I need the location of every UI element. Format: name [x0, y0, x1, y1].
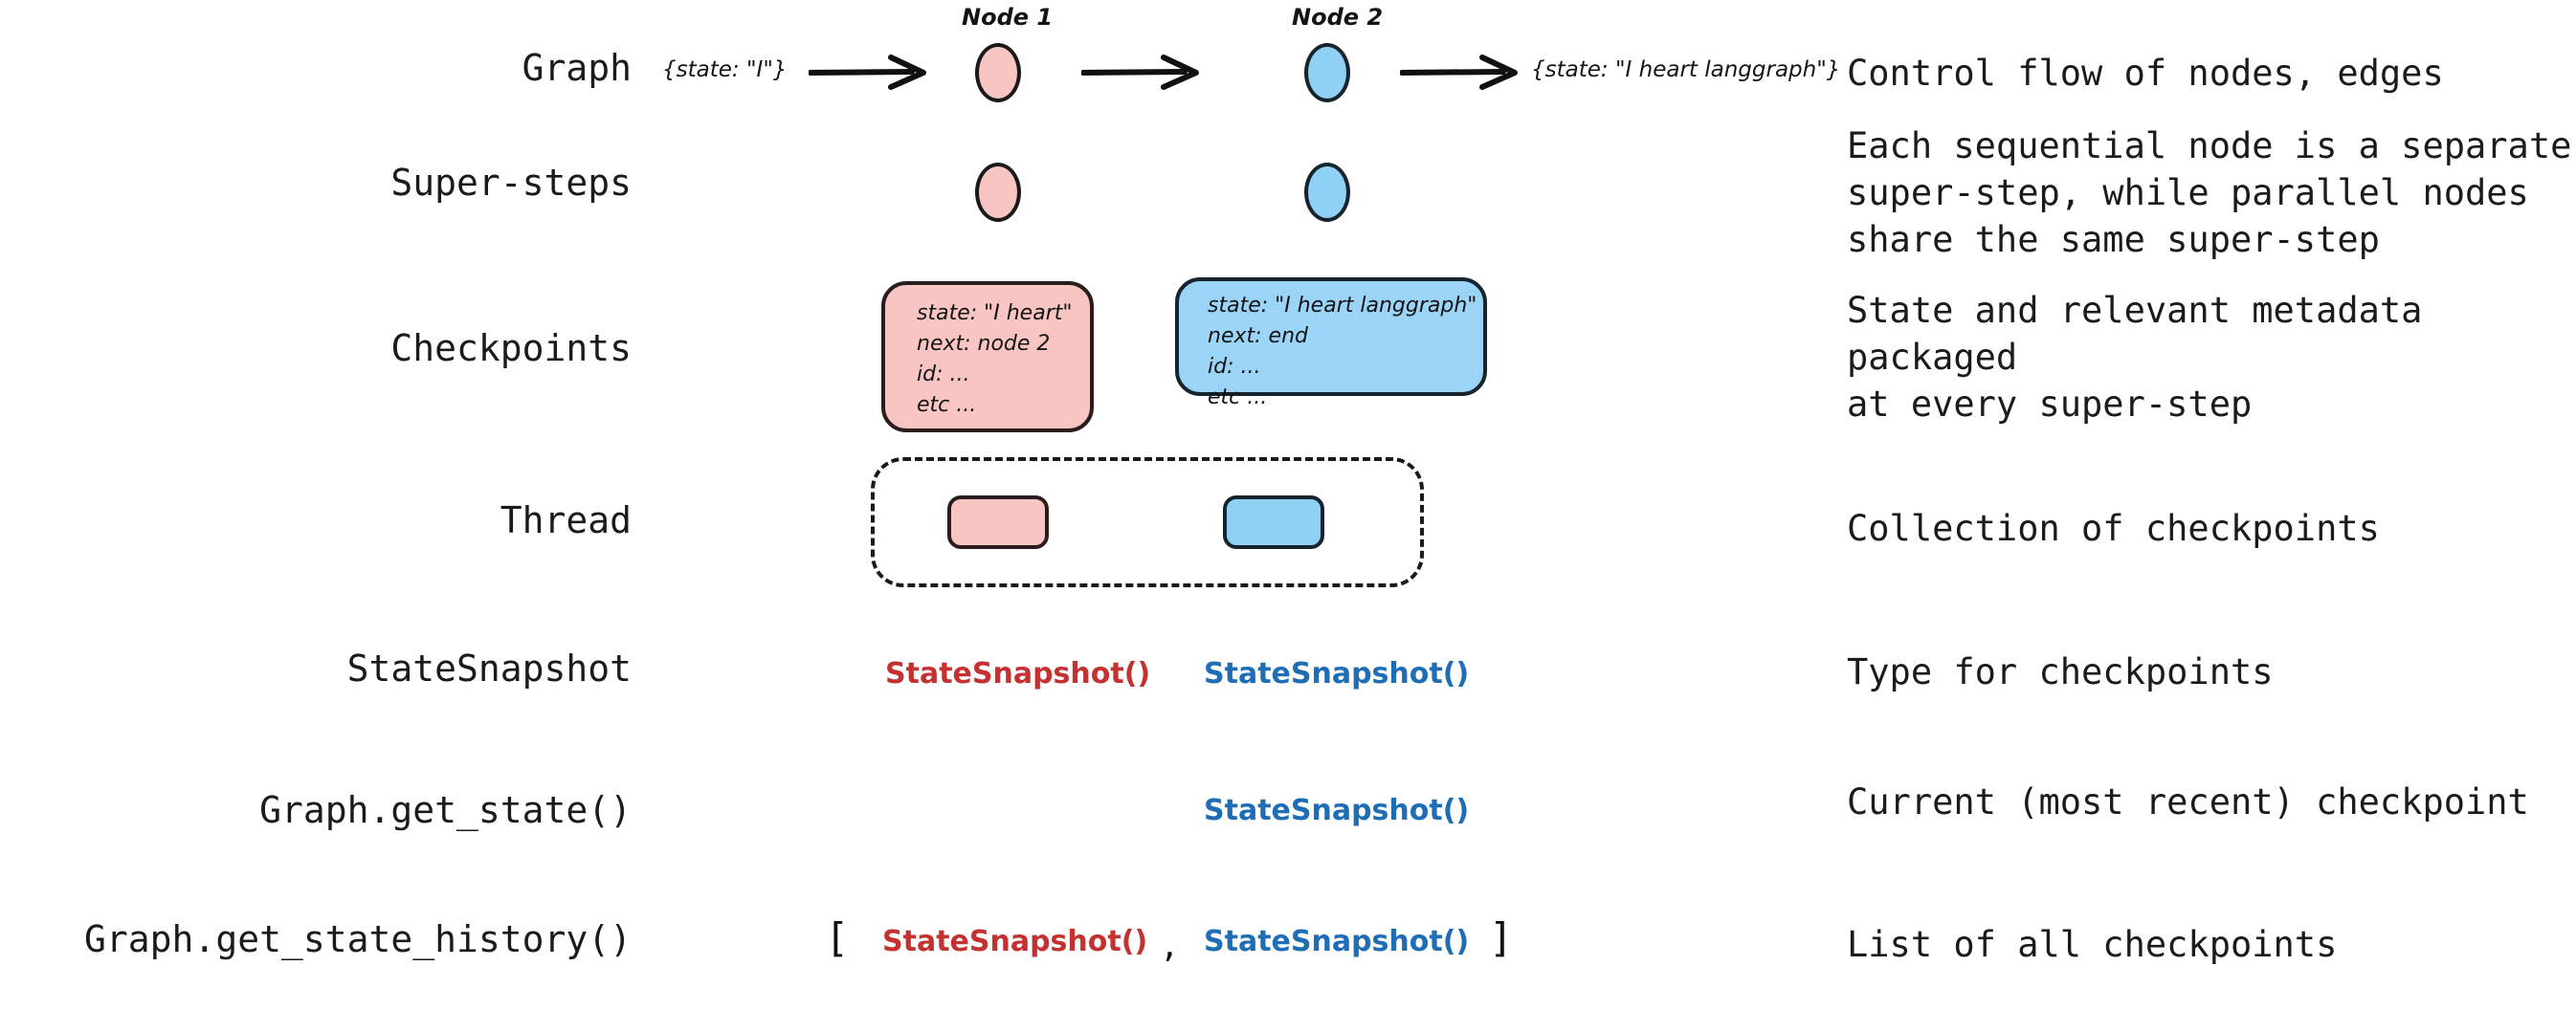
- history-snapshot-token-blue: StateSnapshot(): [1204, 925, 1470, 958]
- description-checkpoints: State and relevant metadata packaged at …: [1847, 290, 2423, 426]
- description-thread: Collection of checkpoints: [1847, 508, 2380, 549]
- row-label-super-steps: Super-steps: [390, 162, 632, 204]
- edge-arrow-3: [1400, 55, 1518, 90]
- row-label-statesnapshot: StateSnapshot: [346, 648, 632, 690]
- get-state-snapshot-token: StateSnapshot(): [1204, 794, 1470, 827]
- edge-arrow-2: [1081, 55, 1199, 90]
- node-2-label: Node 2: [1292, 4, 1384, 31]
- checkpoint-card-node-1-text: state: "I heart" next: node 2 id: ... et…: [917, 301, 1073, 417]
- row-label-thread: Thread: [500, 499, 632, 541]
- statesnapshot-token-red: StateSnapshot(): [885, 657, 1151, 691]
- thread-checkpoint-chip-1: [947, 495, 1049, 549]
- history-close-bracket: ]: [1489, 914, 1514, 961]
- checkpoint-card-node-2-text: state: "I heart langgraph" next: end id:…: [1208, 294, 1477, 409]
- graph-node-2: [1304, 43, 1350, 102]
- row-label-get-state-history: Graph.get_state_history(): [84, 918, 632, 960]
- edge-arrow-1: [809, 55, 926, 90]
- history-snapshot-token-red: StateSnapshot(): [882, 925, 1148, 958]
- row-label-graph: Graph: [522, 47, 632, 89]
- row-label-checkpoints: Checkpoints: [390, 327, 632, 369]
- description-get-state-history: List of all checkpoints: [1847, 924, 2338, 965]
- super-step-node-2: [1304, 163, 1350, 222]
- description-statesnapshot: Type for checkpoints: [1847, 651, 2274, 692]
- graph-node-1: [975, 43, 1021, 102]
- history-open-bracket: [: [825, 914, 850, 961]
- node-1-label: Node 1: [962, 4, 1054, 31]
- description-get-state: Current (most recent) checkpoint: [1847, 781, 2529, 823]
- thread-container: [871, 457, 1424, 587]
- super-step-node-1: [975, 163, 1021, 222]
- output-state-annotation: {state: "I heart langgraph"}: [1531, 57, 1841, 82]
- statesnapshot-token-blue: StateSnapshot(): [1204, 657, 1470, 691]
- row-label-get-state: Graph.get_state(): [259, 789, 632, 831]
- checkpoint-card-node-1: [881, 281, 1094, 432]
- input-state-annotation: {state: "I"}: [662, 57, 788, 82]
- thread-checkpoint-chip-2: [1223, 495, 1324, 549]
- description-super-steps: Each sequential node is a separate super…: [1847, 125, 2572, 261]
- description-graph: Control flow of nodes, edges: [1847, 53, 2444, 94]
- checkpoint-card-node-2: [1175, 277, 1487, 396]
- history-separator: ,: [1160, 927, 1180, 965]
